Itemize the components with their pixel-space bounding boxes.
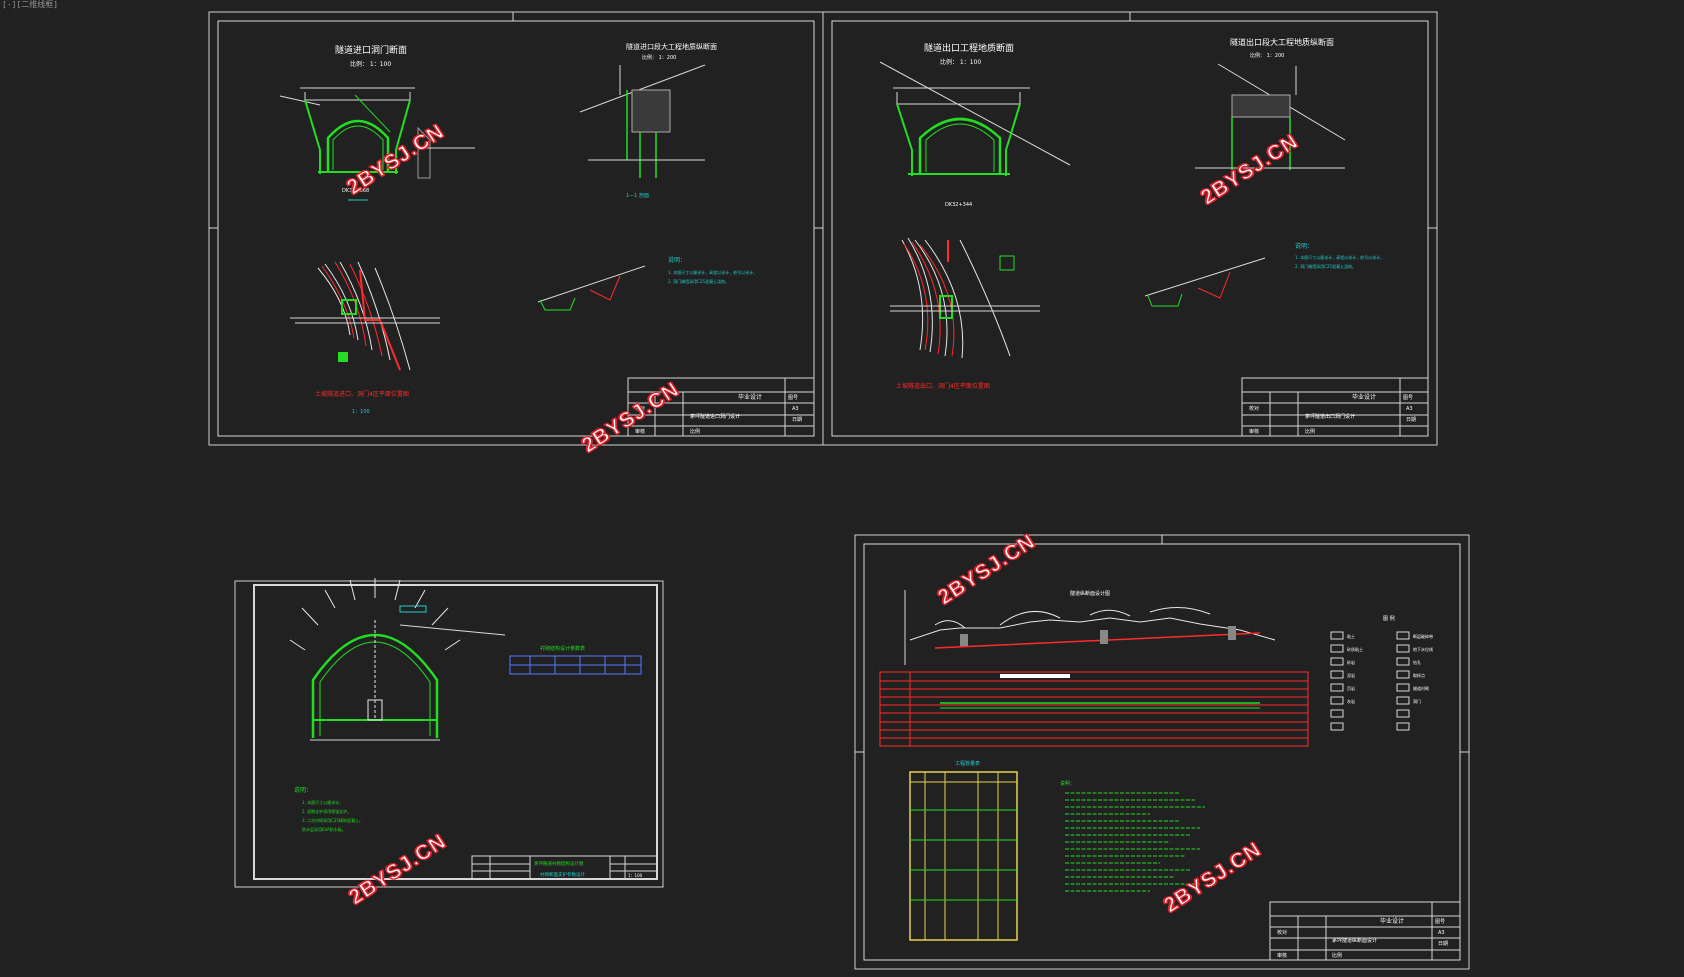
sheet3-tb-name: 茅坪隧道衬砌结构设计图 — [534, 860, 584, 867]
legend-item-2: 砂质粘土 — [1347, 646, 1363, 652]
sheet4-legend: 图 例 粘土 砂质粘土 砂岩 泥岩 页岩 灰岩 断层破碎带 地下水位线 钻孔 取… — [1330, 615, 1433, 731]
tb4-size: A3 — [1438, 930, 1445, 936]
sheet3-notes: 说明： 1. 本图尺寸以厘米计。 2. 初期支护采用喷锚支护。 3. 二次衬砌采… — [294, 786, 363, 832]
sheet1-right-scale: 比例： 1：200 — [642, 54, 676, 61]
sheet1-right-title: 隧道进口段大工程地质纵断面 — [626, 42, 717, 51]
sheet2-portal-elevation: DK32+344 — [879, 61, 1071, 208]
legend-item-5: 页岩 — [1347, 685, 1355, 691]
sheet-3[interactable]: 衬砌结构设计参数表 说明： 1. 本图尺寸以厘米计。 2. 初期支护采用喷锚支护… — [234, 578, 664, 888]
sheet2-note-2: 2. 洞门端墙采用C25混凝土浇筑。 — [1295, 263, 1356, 269]
sheet1-section-label: 1—1 剖面 — [626, 192, 649, 199]
sheet4-legend-col2: 断层破碎带 地下水位线 钻孔 取样点 隧道衬砌 洞门 — [1396, 631, 1433, 731]
legend-item-12: 洞门 — [1413, 698, 1421, 704]
sheet2-notes-title: 说明： — [1295, 242, 1313, 250]
sheet-4[interactable]: 隧道纵断面设计图 图 例 — [854, 534, 1470, 970]
tb1-design: 毕业设计 — [738, 393, 762, 401]
sheet4-title-block: 毕业设计 图号 校对 茅坪隧道纵断面设计 A3 日期 审核 比例 — [1269, 901, 1461, 961]
sheet-2[interactable]: 隧道出口工程地质断面 比例： 1：100 隧道出口段大工程地质纵断面 比例： 1… — [822, 11, 1438, 446]
legend-item-10: 取样点 — [1413, 672, 1425, 678]
tb1-scale: 比例 — [690, 428, 700, 435]
sheet2-mileage: DK32+344 — [945, 202, 972, 208]
tb2-design: 毕业设计 — [1352, 393, 1376, 401]
legend-item-4: 泥岩 — [1347, 672, 1355, 678]
sheet3-tb-scale: 1：100 — [628, 873, 643, 878]
tb2-name: 茅坪隧道出口洞门设计 — [1305, 413, 1355, 420]
tb2-scale: 比例 — [1305, 428, 1315, 435]
sheet1-long-section: 1—1 剖面 — [579, 64, 706, 199]
tb2-size: A3 — [1406, 406, 1413, 412]
sheet4-notes-title: 说明： — [1060, 780, 1075, 787]
sheet4-profile: 隧道纵断面设计图 — [904, 590, 1276, 665]
legend-item-7: 断层破碎带 — [1413, 633, 1433, 639]
legend-item-11: 隧道衬砌 — [1413, 685, 1429, 691]
tb1-date: 日期 — [792, 417, 802, 423]
sheet4-legend-col1: 粘土 砂质粘土 砂岩 泥岩 页岩 灰岩 — [1330, 631, 1363, 731]
sheet2-plan-caption: 土坡隧道出口、洞门4区平面位置图 — [896, 382, 990, 390]
sheet1-title-block: 毕业设计 图号 校对 茅坪隧道进口洞门设计 A3 日期 审核 比例 — [627, 377, 815, 437]
tb2-drawing-no: 图号 — [1403, 395, 1413, 401]
legend-item-9: 钻孔 — [1413, 659, 1421, 665]
sheet1-mileage: DK30+868 — [342, 188, 369, 194]
sheet3-title-block: 茅坪隧道衬砌结构设计图 衬砌断面支护参数设计 1：100 — [471, 855, 658, 880]
sheet2-left-title: 隧道出口工程地质断面 — [924, 42, 1014, 54]
tb4-review: 校对 — [1277, 929, 1287, 936]
sheet4-profile-title: 隧道纵断面设计图 — [1070, 590, 1110, 597]
sheet1-notes-title: 说明： — [668, 256, 686, 264]
sheet2-title-block: 毕业设计 图号 校对 茅坪隧道出口洞门设计 A3 日期 审核 比例 — [1241, 377, 1429, 437]
sheet3-tb-sub: 衬砌断面支护参数设计 — [540, 871, 585, 878]
sheet3-table-title: 衬砌结构设计参数表 — [540, 645, 585, 652]
sheet1-note-2: 2. 洞门端墙采用C25混凝土浇筑。 — [668, 278, 729, 284]
sheet2-right-title: 隧道出口段大工程地质纵断面 — [1230, 37, 1334, 47]
sheet4-profile-table — [879, 671, 1309, 747]
sheet3-note-2: 2. 初期支护采用喷锚支护。 — [302, 808, 351, 814]
legend-item-6: 灰岩 — [1347, 698, 1355, 704]
tb1-approve: 审核 — [635, 428, 645, 435]
legend-item-1: 粘土 — [1347, 633, 1355, 639]
sheet2-right-scale: 比例： 1：200 — [1250, 52, 1284, 59]
sheet3-note-1: 1. 本图尺寸以厘米计。 — [302, 799, 343, 805]
sheet2-ditch-detail: 说明： 1. 本图尺寸以厘米计，高程以米计，桩号以米计。 2. 洞门端墙采用C2… — [1144, 242, 1384, 307]
tb4-drawing-no: 图号 — [1435, 919, 1445, 925]
sheet3-note-3: 3. 二次衬砌采用C25模筑混凝土。 — [302, 817, 363, 823]
sheet1-portal-elevation: DK30+868 — [279, 87, 475, 201]
sheet4-table-title: 工程数量表 — [955, 760, 980, 767]
sheet1-plan-scale: 1：100 — [352, 409, 370, 415]
legend-item-8: 地下水位线 — [1413, 646, 1433, 652]
viewport-label[interactable]: [-][二维线框] — [2, 0, 59, 9]
sheet1-note-1: 1. 本图尺寸以厘米计，高程以米计，桩号以米计。 — [668, 269, 757, 275]
sheet-1[interactable]: 隧道进口洞门断面 比例： 1：100 隧道进口段大工程地质纵断面 比例： 1：2… — [208, 11, 824, 446]
sheet2-portal-plan: 土坡隧道出口、洞门4区平面位置图 — [890, 237, 1040, 390]
tb4-scale: 比例 — [1332, 952, 1342, 959]
sheet3-notes-title: 说明： — [294, 786, 312, 794]
sheet2-long-section — [1195, 63, 1346, 170]
tb1-review: 校对 — [635, 405, 645, 412]
tb1-name: 茅坪隧道进口洞门设计 — [690, 413, 740, 420]
tb2-date: 日期 — [1406, 417, 1416, 423]
sheet1-left-scale: 比例： 1：100 — [350, 60, 391, 68]
sheet1-portal-plan: 土坡隧道进口、洞门4区平面位置图 1：100 — [290, 261, 440, 415]
tb2-approve: 审核 — [1249, 428, 1259, 435]
sheet1-plan-caption: 土坡隧道进口、洞门4区平面位置图 — [315, 390, 409, 398]
tb4-approve: 审核 — [1277, 952, 1287, 959]
sheet1-left-title: 隧道进口洞门断面 — [335, 44, 407, 56]
sheet4-quantity-table: 工程数量表 — [909, 760, 1018, 941]
sheet3-param-table: 衬砌结构设计参数表 — [509, 645, 642, 675]
tb1-size: A3 — [792, 406, 799, 412]
sheet4-notes: 说明： — [1060, 780, 1205, 892]
sheet2-left-scale: 比例： 1：100 — [940, 58, 981, 66]
sheet3-tunnel-section — [289, 578, 506, 741]
sheet2-note-1: 1. 本图尺寸以厘米计，高程以米计，桩号以米计。 — [1295, 254, 1384, 260]
tb4-design: 毕业设计 — [1380, 917, 1404, 925]
tb2-review: 校对 — [1249, 405, 1259, 412]
tb4-name: 茅坪隧道纵断面设计 — [1332, 937, 1377, 944]
tb1-drawing-no: 图号 — [788, 395, 798, 401]
sheet4-legend-title: 图 例 — [1383, 615, 1395, 622]
tb4-date: 日期 — [1438, 941, 1448, 947]
sheet1-ditch-detail: 说明： 1. 本图尺寸以厘米计，高程以米计，桩号以米计。 2. 洞门端墙采用C2… — [537, 256, 757, 311]
sheet3-note-4: 防水层采用EVA防水板。 — [302, 826, 346, 832]
legend-item-3: 砂岩 — [1347, 659, 1355, 665]
